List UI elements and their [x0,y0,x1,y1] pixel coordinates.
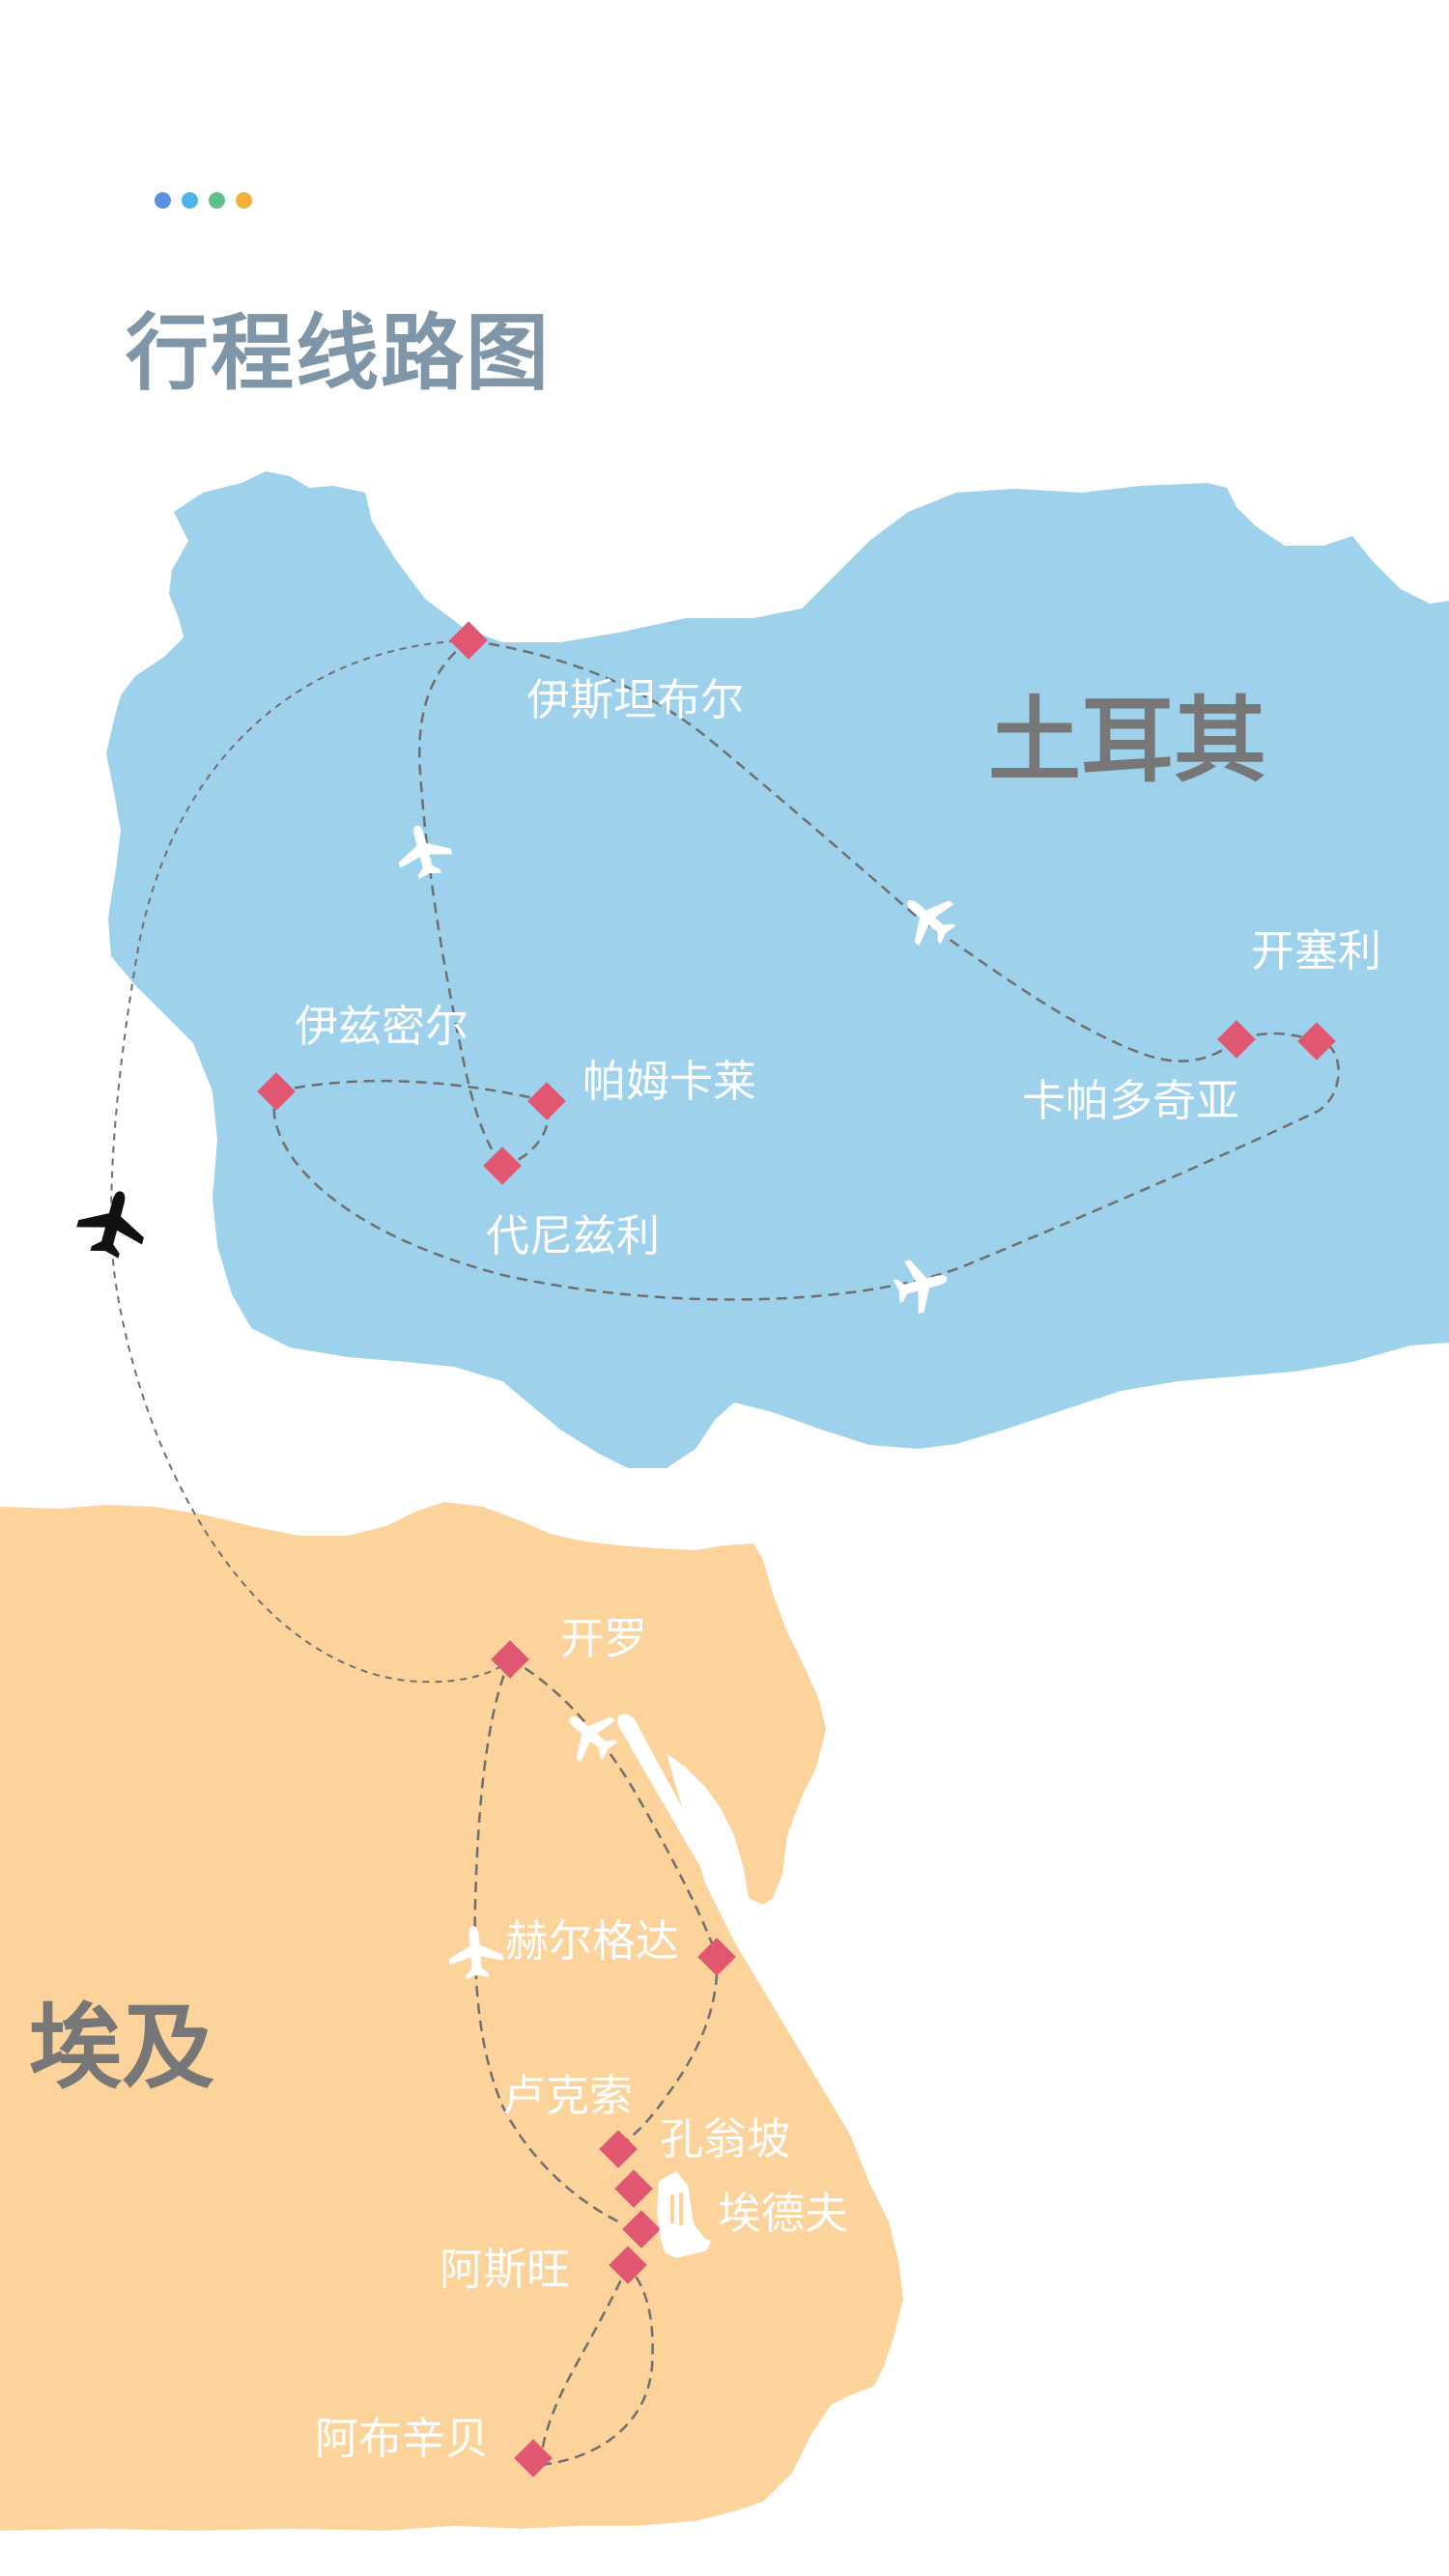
turkey-landmass [106,471,1449,1468]
city-label-kom-ombo: 孔翁坡 [660,2113,790,2165]
city-label-kayseri: 开塞利 [1251,925,1381,977]
page-title: 行程线路图 [126,305,551,402]
city-label-denizli: 代尼兹利 [486,1210,660,1261]
city-label-istanbul: 伊斯坦布尔 [526,674,744,725]
dot-orange [236,192,252,209]
gulf-of-suez [617,1713,723,1889]
route-istanbul-denizli [418,639,503,1167]
route-cairo-luxor [473,1658,619,2223]
city-label-pamukkale: 帕姆卡莱 [582,1056,756,1107]
egypt-landmass [0,1502,903,2531]
route-cappadocia-istanbul [468,638,1237,1062]
city-label-hurghada: 赫尔格达 [505,1915,679,1967]
city-label-luxor: 卢克索 [502,2070,633,2121]
dot-light-blue [182,192,198,209]
dot-green [209,192,225,209]
route-hurghada-luxor [617,1956,719,2150]
city-label-edfu: 埃德夫 [718,2188,848,2239]
city-label-abu-simbel: 阿布辛贝 [315,2413,489,2464]
route-luxor-abusimbel [539,2264,630,2466]
country-label-egypt: 埃及 [29,1994,214,2102]
cruise-ship-icon [657,2171,711,2258]
route-international [110,639,511,1684]
plane-icon-international [71,1182,155,1263]
country-label-turkey: 土耳其 [988,687,1266,795]
dot-blue [155,192,171,209]
route-abusimbel-aswan [540,2264,654,2467]
city-label-cairo: 开罗 [560,1613,647,1664]
decorative-dots [155,192,252,209]
city-label-aswan: 阿斯旺 [440,2244,570,2295]
city-label-cappadocia: 卡帕多奇亚 [1022,1075,1239,1126]
city-label-izmir: 伊兹密尔 [295,1001,469,1052]
